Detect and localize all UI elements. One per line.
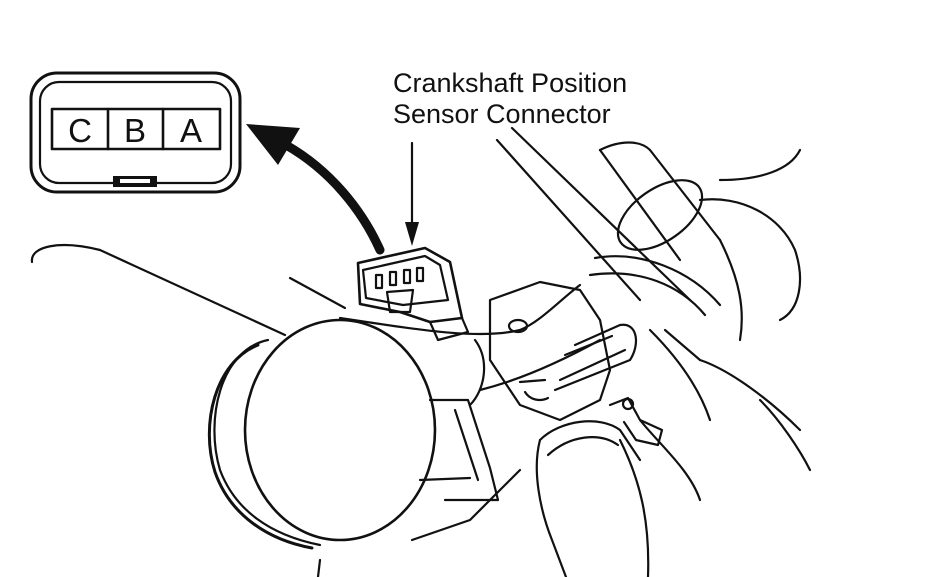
detail-arrow-shaft [281, 140, 385, 255]
callout-line-2: Sensor Connector [393, 99, 611, 129]
connector-housing-outer [29, 71, 242, 194]
connector-latch-slot [120, 179, 150, 183]
sensor-pin [374, 273, 384, 290]
pulley-rim [213, 338, 322, 547]
detail-arrow-head [246, 124, 300, 165]
callout-line-1: Crankshaft Position [393, 68, 628, 98]
pin-label-a: A [180, 112, 202, 149]
callout-leader [405, 141, 419, 246]
connector-pin-frame [50, 107, 222, 151]
hose-clamp [616, 179, 704, 251]
connector-detail: C B A [29, 71, 242, 194]
sensor-pin [388, 270, 398, 287]
detail-arrow [246, 124, 385, 255]
sensor-connector-callout: Crankshaft Position Sensor Connector [393, 68, 627, 130]
lower-hose [538, 420, 642, 462]
callout-leader-arrowhead [405, 222, 419, 246]
sensor-connector-face [361, 254, 450, 307]
sensor-pin [415, 266, 425, 283]
sensor-pin [402, 268, 412, 285]
pulley-front [243, 318, 437, 542]
pin-label-b: B [124, 112, 146, 149]
sensor-connector-body [356, 246, 464, 324]
engine-lines [30, 126, 812, 577]
pin-label-c: C [68, 112, 92, 149]
sensor-latch [385, 288, 415, 314]
